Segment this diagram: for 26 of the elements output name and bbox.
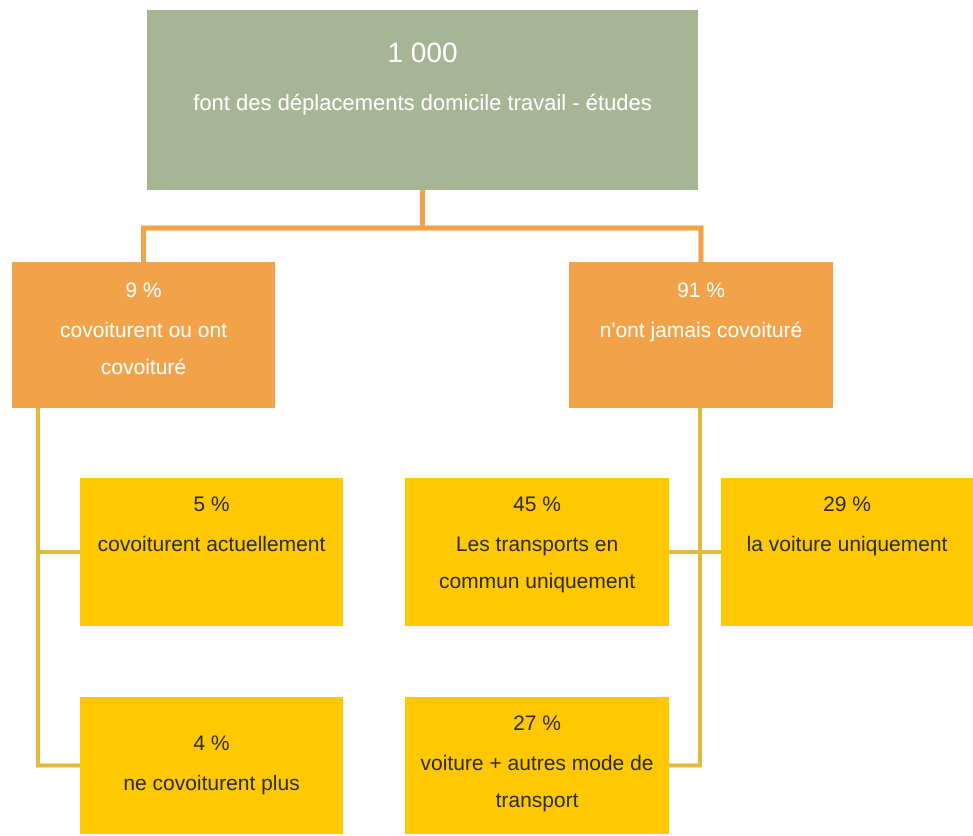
description: voiture + autres mode de transport — [420, 751, 654, 814]
stat-box — [80, 697, 343, 834]
connector-line — [36, 408, 80, 768]
description: covoiturent actuellement — [98, 532, 326, 558]
description: ne covoiturent plus — [123, 771, 300, 798]
stat-box — [147, 10, 698, 190]
description: n'ont jamais covoituré — [600, 318, 802, 344]
percentage: 29 % — [823, 492, 871, 518]
stat-box — [721, 478, 973, 626]
stat-box — [405, 478, 669, 626]
percentage: 45 % — [513, 492, 561, 518]
description: Les transports en commun uniquement — [438, 532, 636, 595]
percentage: 1 000 — [387, 36, 458, 70]
stat-box — [569, 262, 833, 408]
description: covoiturent ou ont covoituré — [59, 318, 228, 381]
percentage: 91 % — [677, 278, 725, 304]
stat-box — [12, 262, 275, 408]
description: la voiture uniquement — [746, 532, 948, 558]
percentage: 9 % — [125, 278, 162, 304]
stat-box — [80, 478, 343, 626]
description: font des déplacements domicile travail - études — [193, 88, 652, 117]
percentage: 5 % — [193, 492, 230, 518]
percentage: 27 % — [513, 711, 561, 736]
percentage: 4 % — [193, 731, 230, 756]
connector-line — [669, 408, 702, 768]
stat-box — [405, 697, 669, 834]
